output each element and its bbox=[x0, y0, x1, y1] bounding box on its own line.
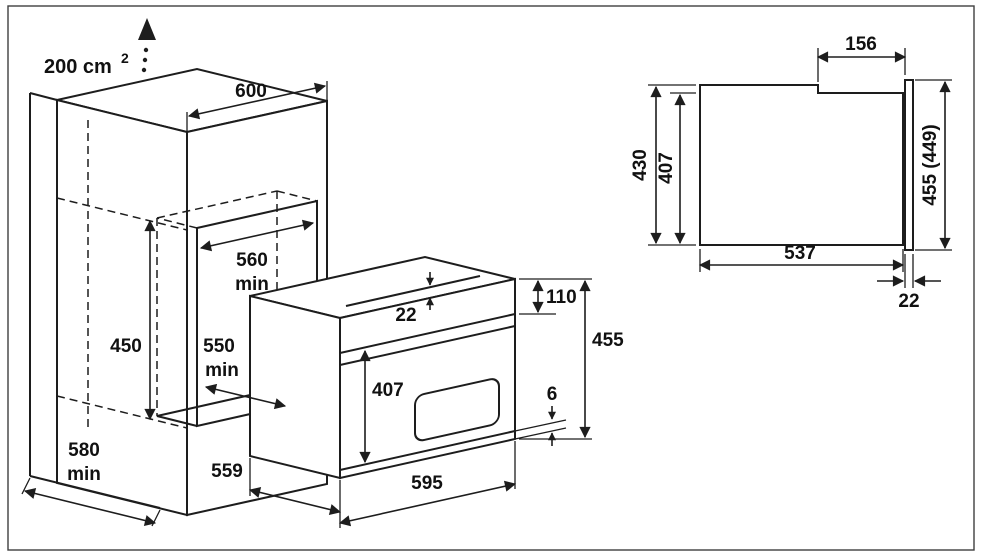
oven-door-gap-dimension: 6 bbox=[514, 384, 567, 446]
sideview-body-height-dimension: 430 bbox=[630, 84, 696, 246]
vent-arrow-icon bbox=[138, 18, 156, 40]
cabinet-hidden-side-lines bbox=[56, 120, 188, 432]
oven-door-height-dimension: 407 bbox=[359, 349, 404, 464]
oven-top-offset-line bbox=[345, 275, 481, 307]
sideview-door-thickness-dimension: 22 bbox=[877, 254, 941, 312]
oven-depth-dim: 559 bbox=[211, 461, 243, 482]
vent-dot bbox=[142, 57, 148, 63]
oven-door-window bbox=[414, 378, 500, 442]
niche-depth-dim: 550 bbox=[203, 336, 235, 357]
vent-dot bbox=[141, 67, 147, 73]
sideview-depth-dimension: 537 bbox=[698, 243, 905, 272]
oven-panel-height-dim: 110 bbox=[546, 287, 577, 308]
sideview-total-height-dimension: 455 (449) bbox=[915, 79, 952, 251]
cabinet-depth-min-label: min bbox=[67, 464, 101, 485]
oven-door-height-dim: 407 bbox=[372, 380, 404, 401]
oven-top-gap-dim: 22 bbox=[395, 305, 416, 326]
sideview-inner-height-dimension: 407 bbox=[656, 92, 696, 245]
niche-hidden-lines bbox=[156, 190, 318, 416]
niche-width-dim: 560 bbox=[236, 250, 268, 271]
niche-height-dim: 450 bbox=[110, 336, 142, 357]
sideview-top-recess-dimension: 156 bbox=[816, 34, 907, 82]
sideview-top-recess-dim: 156 bbox=[845, 34, 877, 55]
oven-width-dimension: 595 bbox=[338, 441, 517, 527]
sideview-body-height-dim: 430 bbox=[630, 149, 651, 181]
sideview-body bbox=[699, 84, 904, 246]
sideview-door-thickness-dim: 22 bbox=[898, 291, 919, 312]
niche-width-min-label: min bbox=[235, 274, 269, 295]
oven-height-dim: 455 bbox=[592, 330, 624, 351]
sideview-total-height-dim: 455 (449) bbox=[920, 124, 941, 205]
side-view-drawing bbox=[699, 79, 914, 251]
oven-door-gap-dim: 6 bbox=[547, 384, 558, 405]
oven-drawing bbox=[249, 255, 516, 480]
niche-depth-dimension: 550 min bbox=[203, 336, 287, 410]
cabinet-depth-dim: 580 bbox=[68, 440, 100, 461]
oven-panel-height-dimension: 110 bbox=[519, 278, 592, 315]
sideview-depth-dim: 537 bbox=[784, 243, 816, 264]
vent-area-superscript: 2 bbox=[121, 50, 129, 66]
niche-height-dimension: 450 bbox=[110, 219, 156, 421]
sideview-inner-height-dim: 407 bbox=[656, 152, 677, 184]
oven-top-gap-dimension: 22 bbox=[395, 272, 434, 326]
niche-width-dimension: 560 min bbox=[199, 219, 315, 295]
niche-depth-min-label: min bbox=[205, 360, 239, 381]
cabinet-width-dim: 600 bbox=[235, 81, 267, 102]
cabinet-depth-dimension: 580 min bbox=[21, 440, 161, 527]
diagram-border bbox=[7, 5, 975, 551]
cabinet-width-dimension: 600 bbox=[186, 81, 328, 132]
ventilation-indicator: 200 cm 2 bbox=[44, 18, 156, 78]
sideview-door bbox=[904, 79, 914, 251]
oven-door-bottom-line bbox=[339, 430, 516, 471]
vent-area-label: 200 cm bbox=[44, 56, 112, 78]
oven-left-face bbox=[249, 294, 341, 480]
oven-width-dim: 595 bbox=[411, 473, 443, 494]
vent-dot bbox=[143, 47, 149, 53]
